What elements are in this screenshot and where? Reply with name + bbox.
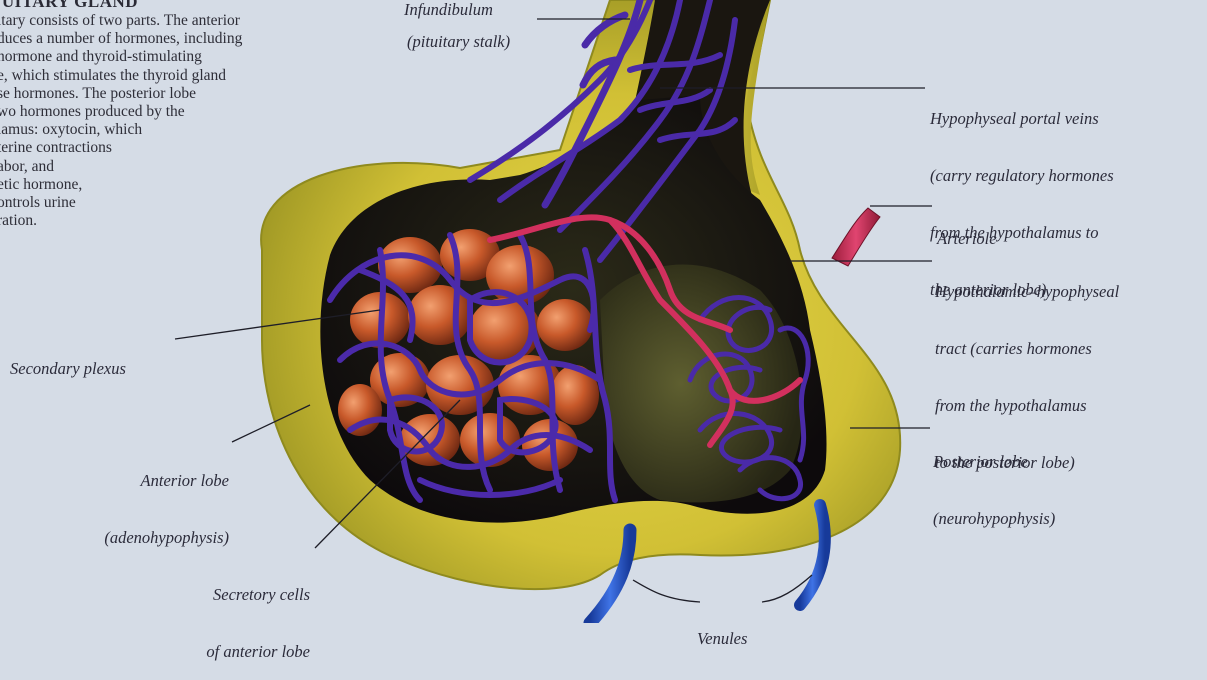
label-anterior-lobe-line2: (adenohypophysis) [24,528,229,547]
label-tract-line2: tract (carries hormones [935,339,1119,358]
leader-venules-left [633,580,700,602]
label-posterior-lobe-line2: (neurohypophysis) [933,509,1055,528]
label-secondary-plexus: Secondary plexus [10,321,126,397]
arteriole-vessel [832,208,880,266]
label-venules-line1: Venules [697,629,747,648]
label-posterior-lobe: Posterior lobe (neurohypophysis) [933,414,1055,547]
label-portal-veins-line1: Hypophyseal portal veins [930,109,1114,128]
label-secretory-cells-line1: Secretory cells [160,585,310,604]
label-infundibulum: Infundibulum (pituitary stalk) [404,0,412,57]
label-secondary-plexus-line1: Secondary plexus [10,359,126,378]
secretory-cell [537,299,593,351]
secretory-cell [338,384,382,436]
label-posterior-lobe-line1: Posterior lobe [933,452,1055,471]
label-venules: Venules [697,591,747,667]
secretory-cell [460,413,520,467]
label-anterior-lobe-line1: Anterior lobe [24,471,229,490]
secretory-cell [400,414,460,466]
label-portal-veins-line2: (carry regulatory hormones [930,166,1114,185]
label-tract-line1: Hypothalamic–hypophyseal [935,282,1119,301]
label-infundibulum-line2: (pituitary stalk) [407,32,510,51]
label-secretory-cells-line2: of anterior lobe [160,642,310,661]
label-tract-line3: from the hypothalamus [935,396,1119,415]
label-secretory-cells: Secretory cells of anterior lobe [160,547,310,680]
label-infundibulum-line1: Infundibulum [404,0,493,19]
